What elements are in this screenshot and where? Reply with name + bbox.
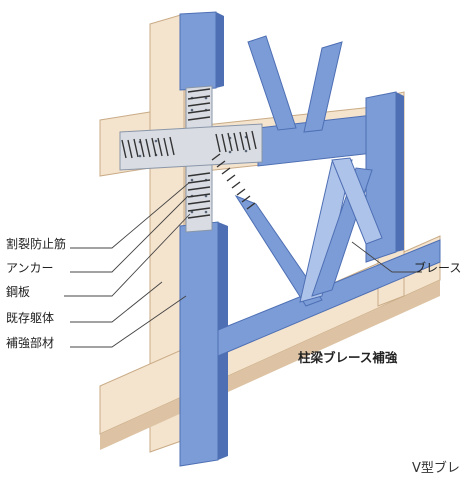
v-brace-upper-arm <box>299 159 353 303</box>
reinforcing-base-beam <box>217 239 441 357</box>
reinforcing-column <box>179 221 219 467</box>
v-brace-left-leg <box>234 194 323 307</box>
steel-plate-horizontal <box>119 123 263 171</box>
right-lower-brace <box>331 157 383 245</box>
top-column-cap-side <box>216 12 224 88</box>
leader-steel-plate <box>64 213 191 297</box>
label-brace: ブレース <box>414 261 462 275</box>
spiral-upper <box>187 88 211 121</box>
leader-brace <box>351 241 422 273</box>
upper-right-brace <box>303 41 343 133</box>
crack-prevention-spirals <box>121 88 257 219</box>
top-column-cap <box>179 11 217 91</box>
label-column-beam-brace: 柱梁ブレース補強 <box>298 350 398 365</box>
spiral-left <box>121 136 175 159</box>
spiral-diagonal <box>211 153 256 210</box>
leader-reinforcement <box>70 295 187 348</box>
steel-plate-joint <box>119 85 263 233</box>
label-existing-frame: 既存躯体 <box>6 311 55 325</box>
spiral-right <box>215 130 257 153</box>
reinforcement-members <box>179 11 441 467</box>
label-steel-plate: 鋼板 <box>6 285 31 299</box>
label-reinforcement: 補強部材 <box>6 336 55 350</box>
label-crack-prevention: 割裂防止筋 <box>6 237 67 251</box>
top-diagonal-brace <box>247 35 297 131</box>
leader-existing-frame <box>70 281 163 323</box>
brace-right-column-side <box>396 92 404 252</box>
caption: V型ブレ <box>412 461 460 476</box>
label-anchor: アンカー <box>6 261 54 275</box>
leader-lines <box>64 181 422 348</box>
leader-crack-prevention <box>70 181 191 249</box>
leader-anchor <box>70 195 189 273</box>
spiral-lower <box>187 172 211 219</box>
